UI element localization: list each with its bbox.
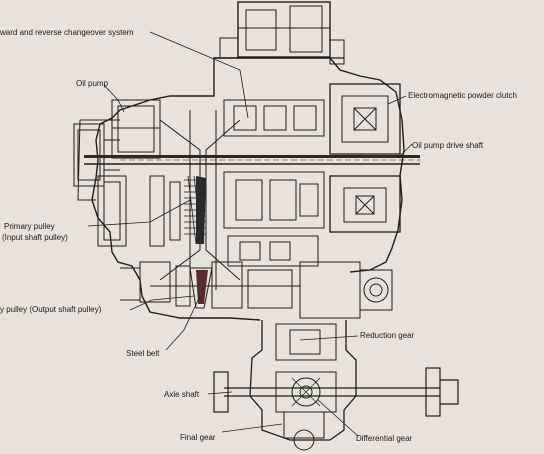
label-oil-pump: Oil pump <box>76 79 109 88</box>
label-differential-gear: Differential gear <box>356 434 413 443</box>
label-reduction-gear: Reduction gear <box>360 331 415 340</box>
label-steel-belt: Steel belt <box>126 349 160 358</box>
label-axle-shaft: Axle shaft <box>164 390 200 399</box>
pulley-dark-fills <box>84 155 420 304</box>
label-primary-pulley: Primary pulley <box>4 222 55 231</box>
callout-labels: ward and reverse changeover system Oil p… <box>0 28 517 443</box>
gear-train <box>223 99 325 267</box>
label-forward-reverse-system: ward and reverse changeover system <box>0 28 134 37</box>
axle-shafts <box>213 367 459 417</box>
final-gear-body <box>283 411 325 451</box>
output-bearing <box>299 261 393 319</box>
label-oil-pump-drive-shaft: Oil pump drive shaft <box>412 141 484 150</box>
control-unit-box <box>214 1 345 65</box>
label-input-shaft-pulley: (Input shaft pulley) <box>2 233 68 242</box>
drawing-linework <box>73 1 459 451</box>
label-electromagnetic-powder-clutch: Electromagnetic powder clutch <box>408 91 517 100</box>
primary-pulley <box>149 110 241 290</box>
oil-pump-body <box>97 99 161 247</box>
label-final-gear: Final gear <box>180 433 216 442</box>
label-secondary-pulley: y pulley (Output shaft pulley) <box>0 305 102 314</box>
differential-housing <box>249 320 357 441</box>
leader-lines <box>87 31 413 437</box>
secondary-pulley <box>120 261 300 309</box>
powder-clutch-housing <box>329 83 401 233</box>
main-casing <box>73 57 405 321</box>
